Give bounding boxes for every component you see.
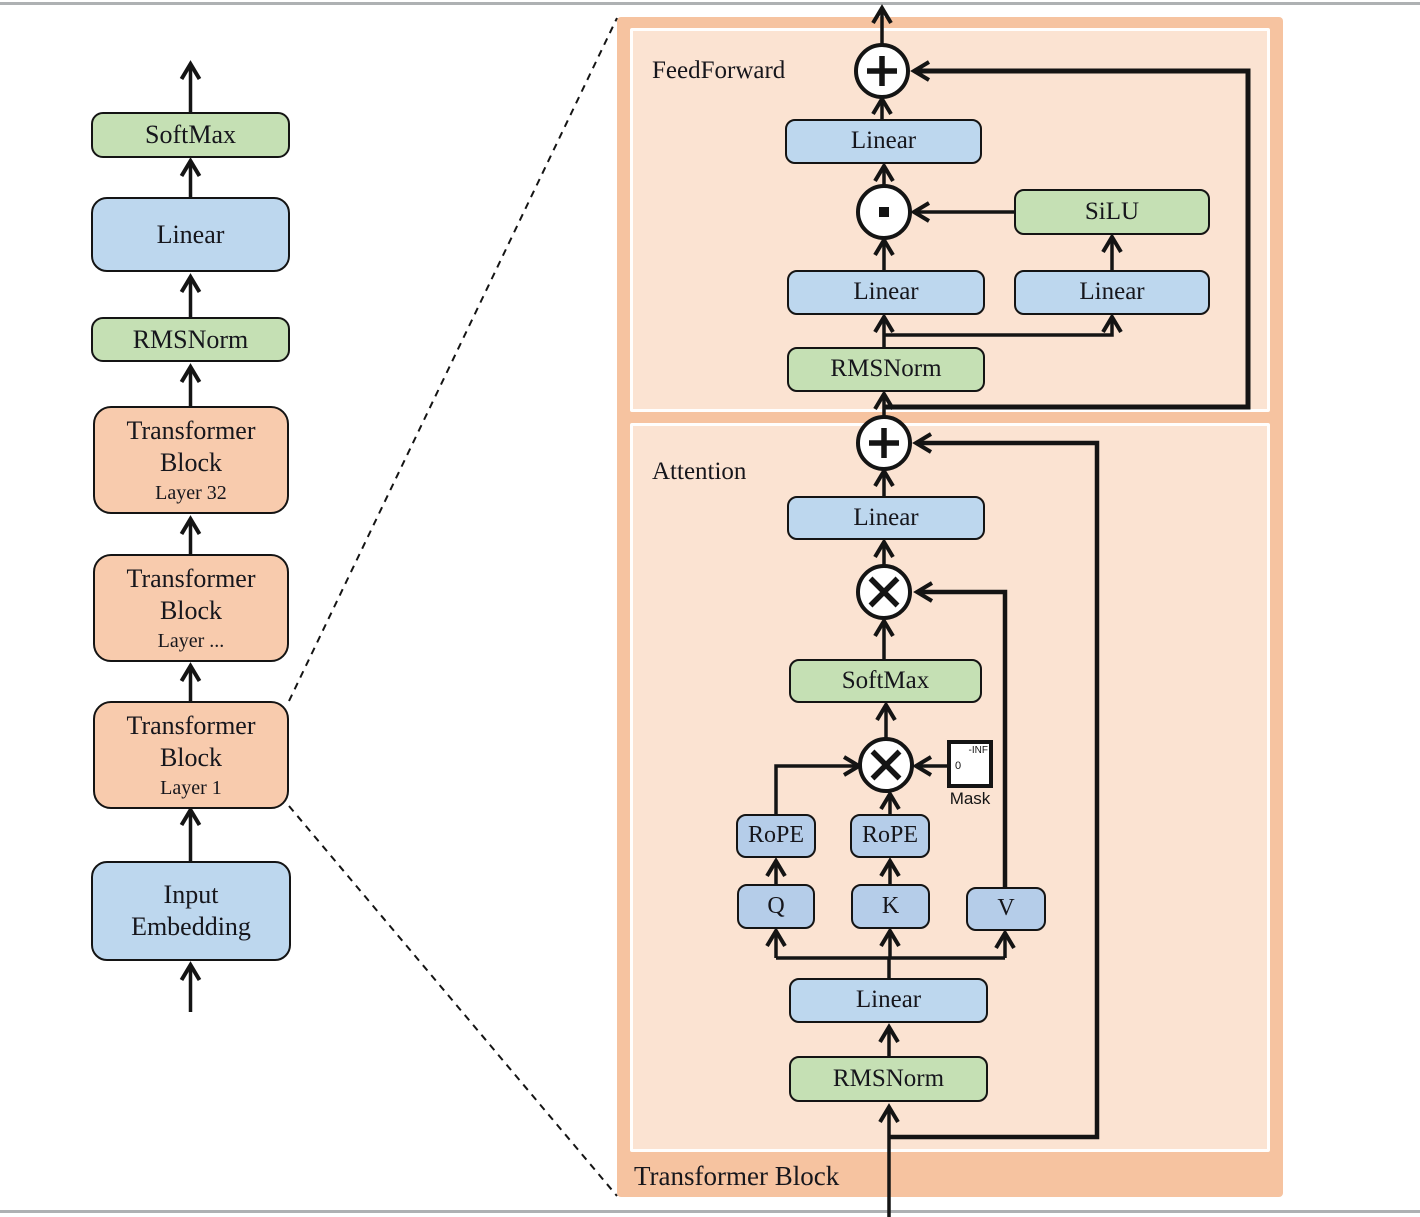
feedforward-label: FeedForward [652,57,786,84]
node-transformer-block-1: Transformer Block Layer 1 [93,701,289,809]
zoom-dashed-lines [288,17,618,1197]
node-transformer-block-32: Transformer Block Layer 32 [93,406,289,514]
node-key: K [851,884,930,929]
node-ff-silu: SiLU [1014,189,1210,235]
node-rmsnorm-output: RMSNorm [91,317,290,362]
node-query: Q [737,884,815,929]
left-stack-arrows [179,60,202,1012]
add-op-attention [856,415,912,471]
mask-icon: -INF 0 [947,740,993,788]
node-attn-linear-qkv: Linear [789,978,988,1023]
node-value: V [966,887,1046,931]
node-transformer-block-mid: Transformer Block Layer ... [93,554,289,662]
node-rope-k: RoPE [850,814,930,858]
node-ff-linear-out: Linear [785,119,982,164]
node-attn-rmsnorm: RMSNorm [789,1056,988,1102]
feedforward-wiring [871,4,1251,417]
top-border-rule [0,2,1420,5]
add-op-feedforward [854,43,910,99]
node-attn-linear-out: Linear [787,496,985,540]
bottom-border-rule [0,1210,1420,1213]
node-softmax-output: SoftMax [91,112,290,158]
node-ff-rmsnorm: RMSNorm [787,347,985,392]
attention-label: Attention [652,458,747,485]
elementwise-multiply-op [856,184,912,240]
node-input-embedding: Input Embedding [91,861,291,961]
matmul-op-attn-value [856,564,912,620]
node-ff-linear-up: Linear [1014,270,1210,315]
node-rope-q: RoPE [736,814,816,858]
node-ff-linear-gate: Linear [787,270,985,315]
node-linear-output: Linear [91,197,290,272]
node-attn-softmax: SoftMax [789,659,982,703]
matmul-op-query-key [858,737,914,793]
mask-label: Mask [949,789,991,808]
panel-title: Transformer Block [634,1161,840,1191]
